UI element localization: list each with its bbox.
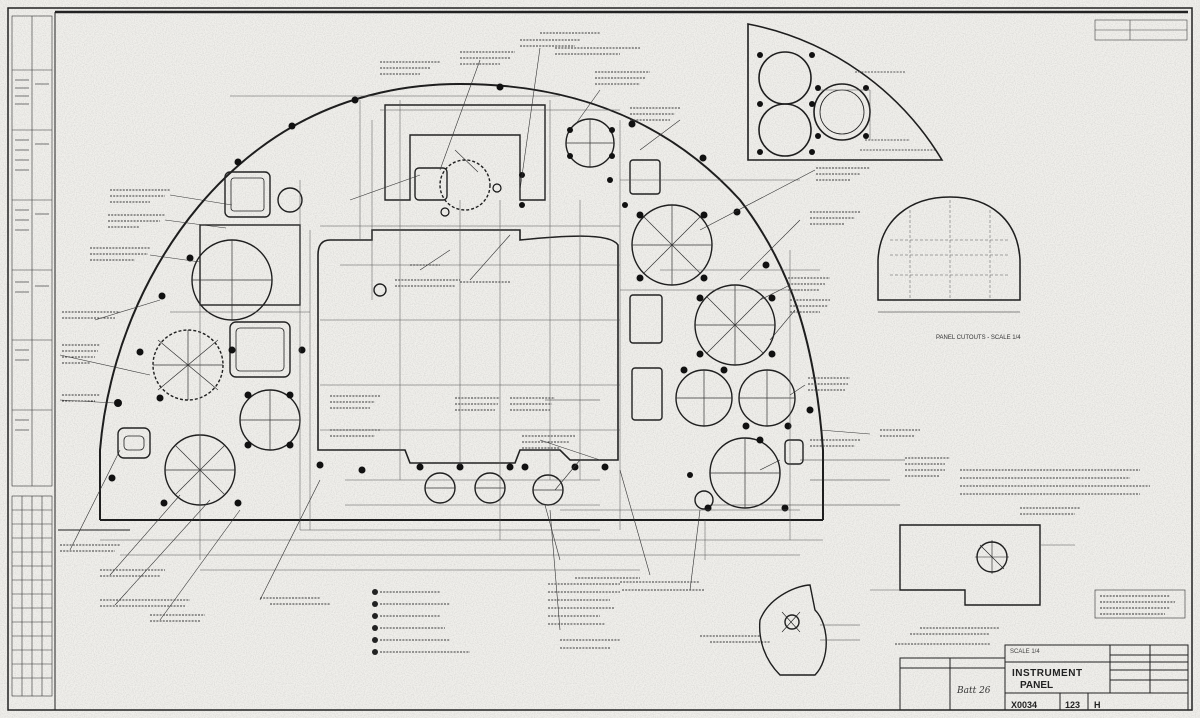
notes-box: [1094, 589, 1186, 619]
note-scribbles: [60, 32, 1150, 653]
sheet-border: [7, 7, 1193, 711]
scale-note: SCALE 1/4: [1010, 649, 1040, 655]
drawing-number: X0034: [1011, 700, 1038, 710]
inset-quarter-panel: [747, 23, 944, 161]
dimension-lines: [100, 95, 823, 571]
inset-flange-detail: [870, 524, 1075, 606]
legend-bullets: [372, 589, 378, 655]
inset-dome-panel: [877, 196, 1021, 313]
title-block: [899, 644, 1189, 711]
mounting-holes: [108, 83, 814, 512]
instrument-crosshairs: [153, 119, 795, 508]
inset-caption: PANEL CUTOUTS - SCALE 1/4: [936, 335, 1021, 341]
inset-bracket-detail: [758, 584, 860, 676]
sheet-number: 123: [1065, 700, 1081, 710]
center-cutout: [317, 104, 619, 464]
drawing-subtitle: PANEL: [1020, 680, 1054, 691]
handwritten-initials: Batt 26: [957, 686, 991, 696]
drawing-title: INSTRUMENT: [1012, 668, 1083, 679]
leader-lines: [59, 47, 905, 631]
revision-block: [1094, 19, 1188, 41]
revision-letter: H: [1094, 700, 1101, 710]
revision-column: [11, 15, 53, 697]
instrument-panel-outline: [58, 82, 824, 531]
